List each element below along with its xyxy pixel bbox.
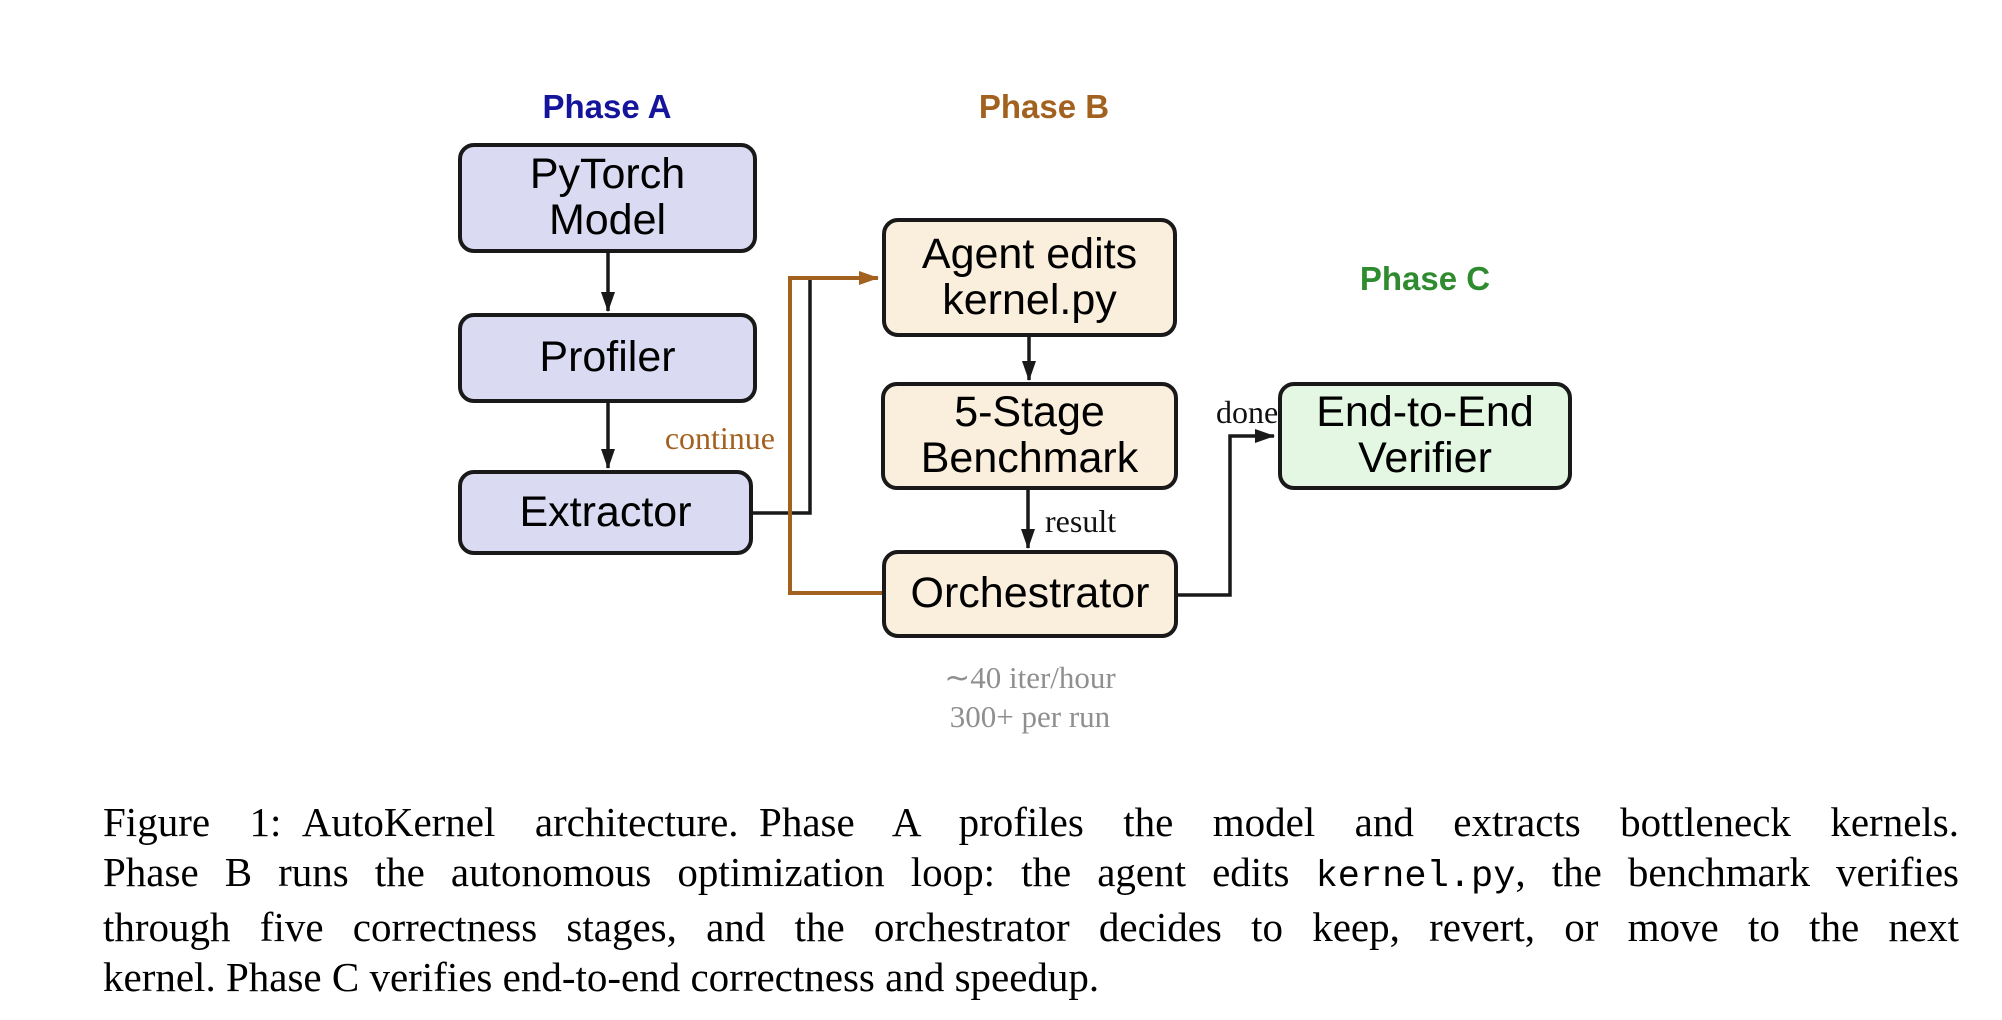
phase-b-label: Phase B [978, 88, 1110, 125]
stats-per-run: 300+ per run [949, 699, 1111, 734]
node-benchmark-line1: 5-Stage [954, 388, 1105, 437]
node-profiler: Profiler [458, 313, 757, 403]
node-verifier-line2: Verifier [1358, 434, 1492, 482]
caption-kernel-py-code: kernel.py [1315, 856, 1516, 898]
caption-line-4: kernel. Phase C verifies end-to-end corr… [103, 954, 1100, 1000]
node-orchestrator-label: Orchestrator [910, 569, 1150, 618]
node-benchmark-line2: Benchmark [920, 434, 1139, 482]
edge-extractor-to-loop [753, 280, 812, 515]
caption-line-2-post: , the benchmark verifies [1515, 849, 1959, 895]
edge-label-continue: continue [664, 420, 775, 456]
caption-line-1: Figure 1: AutoKernel architecture. Phase… [103, 799, 1959, 845]
node-end-to-end-verifier: End-to-End Verifier [1278, 382, 1572, 490]
phase-a-label: Phase A [542, 88, 672, 125]
throughput-stats: ∼40 iter/hour 300+ per run [944, 658, 1115, 736]
node-verifier-line1: End-to-End [1316, 388, 1534, 437]
caption-line-3: through five correctness stages, and the… [103, 904, 1959, 950]
phase-c-label: Phase C [1359, 260, 1491, 297]
caption-line-2: Phase B runs the autonomous optimization… [103, 847, 1959, 902]
stats-iter-per-hour: ∼40 iter/hour [944, 660, 1116, 695]
edge-label-done: done [1216, 394, 1279, 430]
node-pytorch-model-line2: Model [548, 196, 667, 244]
node-extractor: Extractor [458, 470, 753, 555]
node-extractor-label: Extractor [519, 487, 692, 536]
edge-orchestrator-continue-to-agent [788, 271, 882, 595]
node-profiler-label: Profiler [539, 333, 676, 382]
node-agent-line2: kernel.py [942, 275, 1117, 324]
edge-orchestrator-done-to-verifier [1178, 429, 1275, 597]
figure-caption: Figure 1: AutoKernel architecture. Phase… [103, 797, 1959, 1002]
caption-line-2-pre: Phase B runs the autonomous optimization… [103, 849, 1316, 895]
node-pytorch-model-line1: PyTorch [529, 150, 686, 199]
node-pytorch-model: PyTorch Model [458, 143, 757, 253]
edge-label-result: result [1045, 503, 1117, 539]
node-orchestrator: Orchestrator [882, 550, 1178, 638]
node-agent-edits-kernel: Agent edits kernel.py [882, 218, 1177, 337]
node-agent-line1: Agent edits [921, 229, 1138, 278]
node-5-stage-benchmark: 5-Stage Benchmark [881, 382, 1178, 490]
